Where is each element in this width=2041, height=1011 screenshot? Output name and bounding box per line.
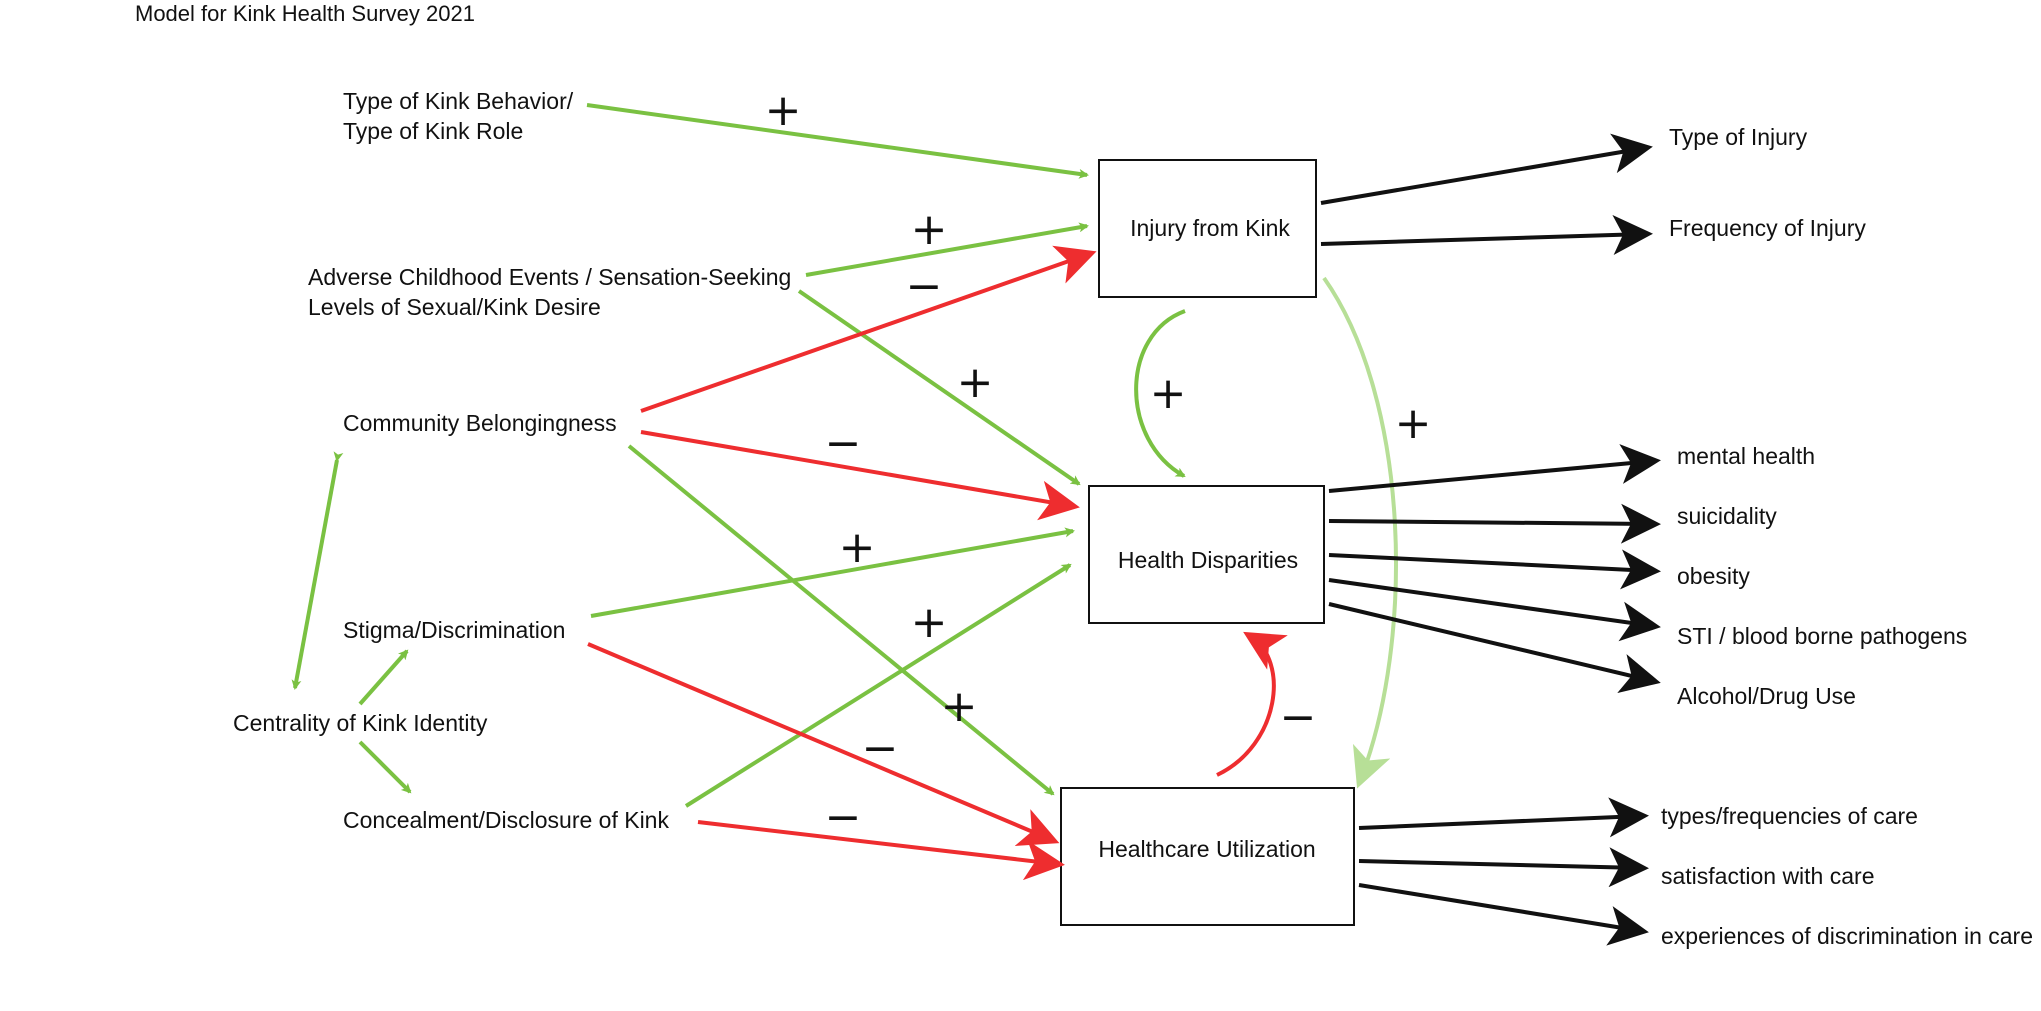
label-concealment-disclosure: Concealment/Disclosure of Kink [343,807,669,833]
arrow-stigma-to-utilization [587,642,1060,846]
sign-plus-injury-utilization: + [1395,398,1432,449]
box-label-utilization: Healthcare Utilization [1098,836,1315,862]
arrow-community-to-utilization [627,444,1055,796]
sign-minus-concealment-utilization: − [825,792,862,843]
arrow-community-to-disparities [640,430,1080,521]
box-label-injury: Injury from Kink [1130,215,1290,241]
label-community-belongingness: Community Belongingness [343,410,617,436]
outcome-types-frequencies-care: types/frequencies of care [1661,803,1918,829]
box-healthcare-utilization: Healthcare Utilization [1060,787,1355,926]
sign-minus-community-injury: − [906,261,943,312]
label-centrality-kink-identity: Centrality of Kink Identity [233,710,488,736]
arrow-injury-to-disparities [1134,309,1186,478]
sign-minus-utilization-disparities: − [1280,692,1317,743]
sign-minus-community-disparities: − [825,418,862,469]
arrow-childhood-to-injury [805,222,1089,277]
outcome-discrimination-in-care: experiences of discrimination in care [1661,923,2033,949]
outcome-mental-health: mental health [1677,443,1815,469]
arrow-concealment-to-disparities [684,563,1072,808]
arrow-centrality-to-stigma [358,649,409,706]
label-kink-behavior-line2: Type of Kink Role [343,118,523,144]
arrow-utilization-to-disparities [1216,631,1288,777]
arrow-utilization-to-care-types [1358,797,1649,838]
arrow-concealment-to-utilization [697,820,1065,881]
arrow-injury-to-utilization [1322,276,1398,789]
arrow-injury-to-frequency [1320,214,1653,255]
label-childhood-line1: Adverse Childhood Events / Sensation-See… [308,264,791,290]
outcome-satisfaction-care: satisfaction with care [1661,863,1874,889]
arrow-childhood-to-disparities [797,289,1081,486]
outcome-sti-pathogens: STI / blood borne pathogens [1677,623,1967,649]
label-childhood-line2: Levels of Sexual/Kink Desire [308,294,601,320]
box-label-disparities: Health Disparities [1118,547,1298,573]
diagram-title: Model for Kink Health Survey 2021 [135,1,475,26]
box-injury-from-kink: Injury from Kink [1098,159,1317,298]
arrow-centrality-to-concealment [358,740,412,794]
sign-plus-concealment-disparities: + [911,597,948,648]
sign-plus-childhood-injury: + [911,204,948,255]
outcome-suicidality: suicidality [1677,503,1777,529]
arrow-utilization-to-discrimination [1358,883,1649,946]
arrow-disparities-to-sti [1328,578,1661,642]
label-kink-behavior-line1: Type of Kink Behavior/ [343,88,574,114]
arrow-injury-to-type [1320,133,1653,205]
sign-plus-kink-behavior: + [765,85,802,136]
sign-plus-community-utilization: + [941,681,978,732]
arrow-community-to-injury [640,245,1097,413]
arrow-disparities-to-suicidality [1328,503,1661,544]
outcome-frequency-of-injury: Frequency of Injury [1669,215,1866,241]
arrow-disparities-to-obesity [1328,549,1661,590]
arrow-utilization-to-satisfaction [1358,847,1649,888]
outcome-obesity: obesity [1677,563,1750,589]
arrow-disparities-to-mental-health [1328,444,1661,493]
box-health-disparities: Health Disparities [1088,485,1325,624]
sign-minus-stigma-utilization: − [862,723,899,774]
label-stigma-discrimination: Stigma/Discrimination [343,617,565,643]
arrow-kink-behavior-to-injury [586,103,1089,179]
outcome-type-of-injury: Type of Injury [1669,124,1808,150]
sign-plus-stigma-disparities: + [839,522,876,573]
arrow-centrality-community-bidirectional [291,451,344,690]
outcome-alcohol-drug-use: Alcohol/Drug Use [1677,683,1856,709]
sign-plus-childhood-disparities: + [957,357,994,408]
sign-plus-injury-disparities: + [1150,368,1187,419]
arrow-disparities-to-alcohol [1328,602,1661,694]
arrow-stigma-to-disparities [590,527,1075,618]
